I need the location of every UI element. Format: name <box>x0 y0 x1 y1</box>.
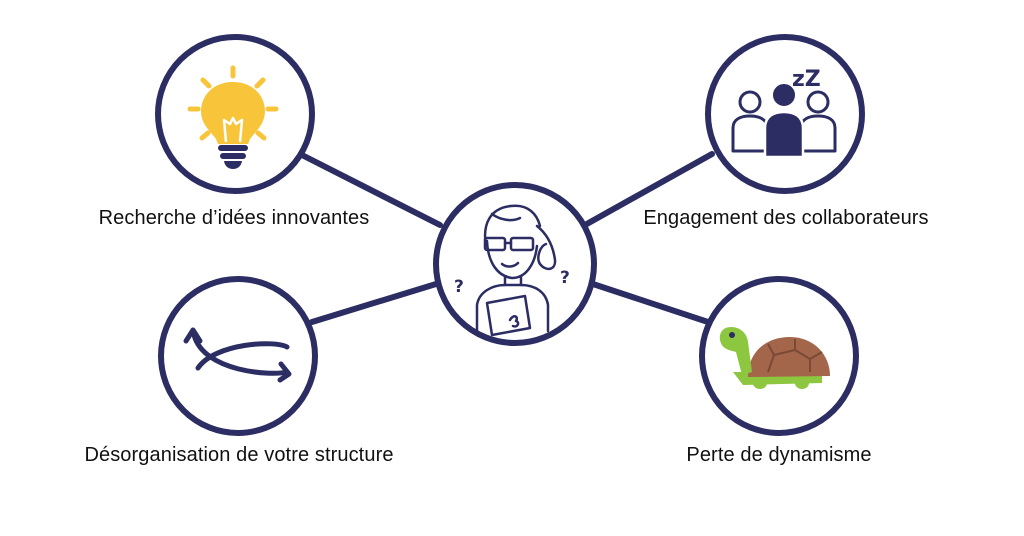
connector-bottom-right <box>590 281 711 325</box>
label-employee-engagement: Engagement des collaborateurs <box>643 207 929 229</box>
turtle-icon <box>719 327 830 389</box>
sleep-z-text: zZ <box>792 67 821 92</box>
node-bottom-left <box>158 276 318 436</box>
confused-person-icon: ? ? <box>454 204 570 337</box>
crossed-arrows-icon <box>183 327 292 383</box>
lightbulb-icon <box>187 65 279 169</box>
connector-top-left <box>297 151 443 228</box>
connector-top-right <box>582 151 715 228</box>
connector-lines <box>297 151 715 325</box>
label-innovative-ideas: Recherche d’idées innovantes <box>98 207 370 229</box>
label-disorganization: Désorganisation de votre structure <box>84 444 394 466</box>
connector-bottom-left <box>309 281 439 325</box>
question-mark-left: ? <box>454 277 464 297</box>
center-person-icon <box>771 82 797 108</box>
side-person-right-icon <box>806 90 830 114</box>
side-person-left-icon <box>738 90 762 114</box>
question-mark-right: ? <box>560 268 570 288</box>
label-loss-of-dynamism: Perte de dynamisme <box>686 444 872 466</box>
node-circles <box>155 34 865 436</box>
sleeping-team-icon: zZ <box>731 67 837 159</box>
